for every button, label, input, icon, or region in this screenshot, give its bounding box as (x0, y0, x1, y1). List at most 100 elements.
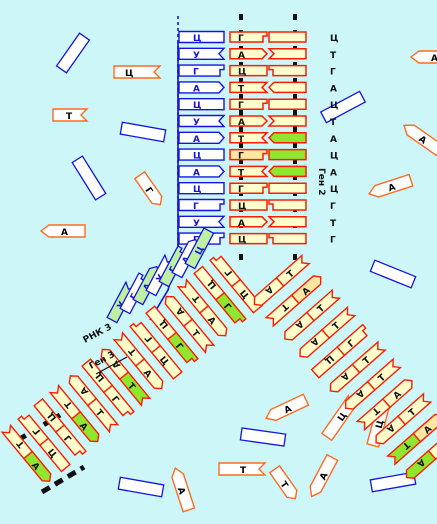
free-nucleotide: А (309, 453, 339, 498)
rna-letter: А (193, 84, 200, 94)
dna-nucleotide-lower: Т (264, 294, 300, 328)
free-nucleotide: А (265, 393, 310, 422)
dna-nucleotide-lower: Т (355, 397, 392, 432)
dna-letter: А (263, 283, 275, 295)
dna-letter: Т (330, 51, 337, 61)
dna-nucleotide-lower: А (284, 311, 316, 341)
free-nucleotide: А (171, 466, 196, 513)
dna-letter: Т (191, 292, 203, 304)
dna-letter: Т (125, 381, 137, 393)
rna3-nucleotide: Ц (184, 227, 215, 270)
dna-letter: А (238, 51, 245, 61)
free-nucleotide-letter: А (387, 183, 397, 195)
dna-letter: Г (31, 425, 43, 436)
dna-letter: А (354, 387, 366, 399)
dna-nucleotide-right: Ц (268, 148, 338, 162)
free-nucleotide-letter: А (416, 134, 427, 146)
dna-nucleotide-left: А (229, 48, 269, 61)
rna-nucleotide: Ц (178, 30, 225, 44)
dna-letter: Т (63, 398, 75, 410)
dna-nucleotide-right: А (267, 81, 337, 94)
dna-letter: Т (238, 168, 245, 178)
free-nucleotide: А (409, 50, 437, 64)
free-rna-bar (119, 121, 167, 143)
dna-nucleotide-lower: Т (385, 432, 422, 466)
dna-letter: Г (223, 266, 235, 277)
dna-letter: Т (330, 219, 337, 229)
dna-letter: Г (330, 236, 336, 246)
dna-letter: А (29, 461, 41, 473)
dna-nucleotide-inner: Т (48, 383, 82, 420)
dna-letter: Ц (330, 34, 338, 44)
rna-nucleotide: У (178, 47, 226, 61)
dna-nucleotide-lower: А (375, 415, 407, 445)
dna-letter: Г (346, 338, 357, 349)
dna-letter: Г (330, 202, 336, 212)
free-nucleotides: Т Г А А А А Ц Т (39, 50, 437, 513)
dna-nucleotide-right: Т (267, 216, 337, 229)
dna-nucleotide-right: Г (268, 64, 336, 78)
dna-letter: Т (330, 118, 337, 128)
dna-letter: Т (399, 439, 411, 451)
dna-letter: Т (15, 437, 27, 449)
free-rna-bar (239, 427, 287, 447)
dna-nucleotide-inner: Ц (33, 397, 66, 434)
free-nucleotide: Т (52, 108, 89, 122)
dna-nucleotide-right: Г (268, 232, 336, 246)
dna-letter: Г (238, 101, 244, 111)
dna-backbone-lower-left-2 (40, 464, 86, 495)
dna-nucleotide-right: Т (267, 48, 337, 61)
dna-letter: Т (407, 407, 419, 419)
dna-letter: А (330, 168, 337, 178)
rna-letter: У (193, 219, 200, 229)
free-rna-bars (55, 32, 417, 498)
free-nucleotide: А (39, 224, 86, 238)
dna-letter: Г (173, 342, 185, 353)
free-nucleotide-letter: Ц (125, 69, 133, 79)
dna-letter: А (77, 421, 89, 433)
dna-letter: А (415, 456, 427, 468)
dna-nucleotide-inner: Г (17, 414, 50, 447)
dna-letter: Т (362, 355, 374, 367)
dna-letter: Ц (238, 68, 246, 78)
dna-letter: Г (238, 152, 244, 162)
rna-letter: Г (193, 202, 199, 212)
dna-backbone-lower-left (16, 412, 62, 443)
free-nucleotide-letter: А (283, 404, 294, 416)
free-nucleotide: Г (133, 170, 163, 206)
rna-nucleotide: А (178, 81, 225, 94)
free-nucleotide: А (403, 124, 437, 157)
dna-nucleotide-left: Г (229, 31, 268, 44)
dna-letter: Т (238, 84, 245, 94)
dna-letter: Т (278, 301, 290, 313)
dna-letter: Г (143, 332, 155, 343)
dna-letter: Т (93, 408, 105, 420)
dna-letter: Т (127, 345, 139, 357)
dna-letter: А (205, 315, 217, 327)
dna-nucleotide-inner: А (68, 375, 98, 407)
rna-nucleotide: У (178, 114, 226, 128)
rna-nucleotide: Ц (178, 148, 225, 162)
dna-letter: Г (61, 434, 73, 445)
dna-letter: Т (286, 269, 298, 281)
rna-letter: Ц (193, 34, 201, 44)
dna-nucleotide-left: Ц (229, 199, 268, 212)
rna-letter: Ц (193, 185, 201, 195)
dna-letter: Ц (238, 202, 246, 212)
free-nucleotide-letter: А (318, 471, 330, 482)
dna-nucleotide-left: Ц (229, 64, 268, 78)
dna-letter: А (422, 424, 434, 436)
dna-nucleotide-inner: Т (176, 278, 210, 314)
free-nucleotide: Ц (113, 65, 162, 79)
dna-nucleotide-lower: А (299, 328, 331, 358)
rna-nucleotide: Г (178, 64, 225, 78)
dna-nucleotide-inner: Г (209, 255, 242, 288)
dna-nucleotide-inner: Т (0, 423, 34, 460)
dna-nucleotide-left: Г (229, 148, 268, 162)
dna-nucleotide-inner: А (164, 295, 194, 328)
gene3-bracket (95, 356, 128, 375)
dna-letter: Т (238, 135, 245, 145)
dna-nucleotide-lower: А (329, 363, 361, 393)
dna-letter: А (339, 370, 351, 382)
